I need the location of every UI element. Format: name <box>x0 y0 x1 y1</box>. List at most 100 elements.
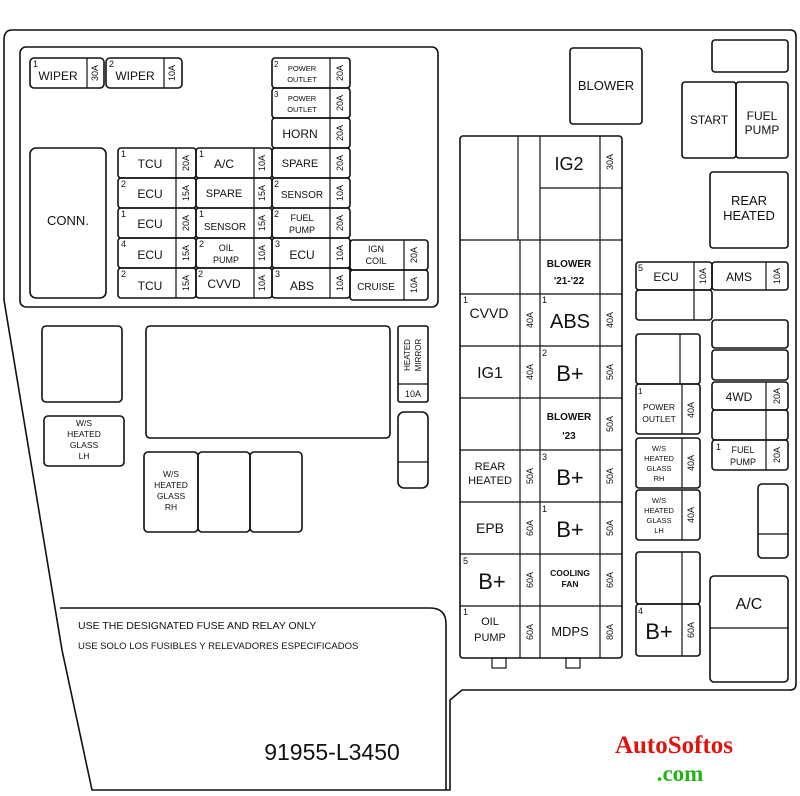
svg-text:20A: 20A <box>181 215 191 231</box>
svg-text:10A: 10A <box>335 275 345 291</box>
svg-text:2: 2 <box>121 179 126 189</box>
fuse-ac-1[interactable]: 1 A/C 10A <box>195 147 273 179</box>
fuse-ig1[interactable]: IG1 40A <box>477 364 535 382</box>
fuse-cvvd-2[interactable]: 2 CVVD 10A <box>195 267 273 299</box>
svg-text:TCU: TCU <box>138 157 163 171</box>
blank-fuse-r5 <box>711 409 789 441</box>
watermark-domain: .com <box>657 761 704 786</box>
svg-text:POWER: POWER <box>288 94 317 103</box>
fuse-abs-1[interactable]: 1 ABS 40A <box>542 295 615 333</box>
fuse-oil-pump-1[interactable]: 1 OIL PUMP 60A <box>463 607 535 644</box>
relay-ws-heated-glass-lh[interactable]: W/S HEATED GLASS LH <box>43 415 125 467</box>
fuse-fuel-pump-1[interactable]: 1 FUEL PUMP 20A <box>711 439 789 471</box>
fuse-b-plus-2[interactable]: 2 B+ 50A <box>542 348 615 386</box>
fuse-ecu-1[interactable]: 1 ECU 20A <box>117 207 197 239</box>
relay-start[interactable]: START <box>681 81 737 159</box>
fuse-b-plus-1[interactable]: 1 B+ 50A <box>542 504 615 542</box>
fuse-cooling-fan[interactable]: COOLING FAN 60A <box>550 568 615 589</box>
connector-conn[interactable]: CONN. <box>29 147 107 299</box>
fuse-oil-pump-2[interactable]: 2 OIL PUMP 10A <box>195 237 273 269</box>
svg-text:ECU: ECU <box>137 217 162 231</box>
fuse-ecu-2[interactable]: 2 ECU 15A <box>117 177 197 209</box>
svg-text:IGN: IGN <box>368 244 384 254</box>
svg-text:LH: LH <box>79 451 90 461</box>
fuse-power-outlet-3[interactable]: 3 POWER OUTLET 20A <box>271 87 351 119</box>
svg-text:1: 1 <box>542 295 547 305</box>
svg-text:HEATED: HEATED <box>403 339 412 371</box>
relay-rear-heated[interactable]: REAR HEATED <box>709 171 789 249</box>
svg-text:2: 2 <box>542 348 547 358</box>
fuse-rear-heated[interactable]: REAR HEATED 50A <box>468 461 535 487</box>
svg-text:1: 1 <box>638 387 643 396</box>
fuse-b-plus-4[interactable]: 4 B+ 60A <box>635 603 701 657</box>
svg-text:15A: 15A <box>181 275 191 291</box>
blank-fuse-r1 <box>635 289 713 321</box>
svg-text:TCU: TCU <box>138 279 163 293</box>
relay-fuel-pump[interactable]: FUEL PUMP <box>735 81 789 159</box>
svg-text:60A: 60A <box>525 624 535 640</box>
svg-text:SPARE: SPARE <box>282 158 318 170</box>
svg-text:PUMP: PUMP <box>745 123 780 137</box>
svg-text:30A: 30A <box>90 65 100 81</box>
fuse-blower-23[interactable]: BLOWER '23 50A <box>547 412 615 442</box>
fuse-ign-coil[interactable]: IGN COIL 20A <box>349 239 429 271</box>
fuse-tcu-1[interactable]: 1 TCU 20A <box>117 147 197 179</box>
fuse-4wd[interactable]: 4WD 20A <box>711 381 789 411</box>
svg-text:IG2: IG2 <box>554 154 583 174</box>
fuse-ecu-4[interactable]: 4 ECU 15A <box>117 237 197 269</box>
fuse-cruise[interactable]: CRUISE 10A <box>349 269 429 301</box>
fuse-wiper-2[interactable]: 2 WIPER 10A <box>105 57 183 89</box>
svg-text:A/C: A/C <box>736 596 763 613</box>
fuse-ig2[interactable]: IG2 30A <box>554 154 615 174</box>
fuse-power-outlet-1[interactable]: 1 POWER OUTLET 40A <box>635 383 701 435</box>
svg-text:B+: B+ <box>556 361 584 386</box>
fuse-fuel-pump-2[interactable]: 2 FUEL PUMP 20A <box>271 207 351 239</box>
fuse-ecu-5[interactable]: 5 ECU 10A <box>635 261 713 291</box>
svg-text:2: 2 <box>274 179 279 189</box>
fuse-heated-mirror[interactable]: HEATED MIRROR 10A <box>397 325 429 403</box>
fuse-spare-2[interactable]: SPARE 15A <box>195 177 273 209</box>
svg-text:MDPS: MDPS <box>551 624 589 639</box>
fuse-abs-3[interactable]: 3 ABS 10A <box>271 267 351 299</box>
fuse-horn[interactable]: HORN 20A <box>271 117 351 149</box>
svg-text:ABS: ABS <box>290 279 314 293</box>
svg-text:3: 3 <box>275 269 280 279</box>
fuse-sensor-1[interactable]: 1 SENSOR 15A <box>195 207 273 239</box>
svg-text:OUTLET: OUTLET <box>287 105 317 114</box>
svg-text:ABS: ABS <box>550 311 590 333</box>
fuse-ws-heated-glass-lh[interactable]: W/S HEATED GLASS LH 40A <box>635 489 701 541</box>
svg-text:5: 5 <box>463 556 468 566</box>
fuse-tcu-2[interactable]: 2 TCU 15A <box>117 267 197 299</box>
relay-ws-heated-glass-rh[interactable]: W/S HEATED GLASS RH <box>143 451 199 533</box>
svg-text:60A: 60A <box>605 572 615 588</box>
fuse-ecu-3[interactable]: 3 ECU 10A <box>271 237 351 269</box>
fuse-power-outlet-2[interactable]: 2 POWER OUTLET 20A <box>271 57 351 89</box>
fuse-mdps[interactable]: MDPS 80A <box>551 624 615 640</box>
fuse-ams[interactable]: AMS 10A <box>711 261 789 291</box>
fuse-epb[interactable]: EPB 60A <box>476 520 535 536</box>
large-blank-socket <box>145 325 391 439</box>
fuse-spare-1[interactable]: SPARE 20A <box>271 147 351 179</box>
svg-text:1: 1 <box>199 149 204 159</box>
relay-ac[interactable]: A/C <box>709 575 789 683</box>
svg-text:10A: 10A <box>335 245 345 261</box>
svg-text:2: 2 <box>274 60 279 69</box>
relay-blower[interactable]: BLOWER <box>569 47 643 125</box>
fuse-sensor-2[interactable]: 2 SENSOR 10A <box>271 177 351 209</box>
center-fuse-block <box>459 135 623 659</box>
svg-text:WIPER: WIPER <box>115 69 155 83</box>
svg-text:CVVD: CVVD <box>207 277 241 291</box>
svg-text:60A: 60A <box>525 520 535 536</box>
svg-text:BLOWER: BLOWER <box>547 259 592 270</box>
svg-text:SENSOR: SENSOR <box>204 222 246 233</box>
fuse-b-plus-5[interactable]: 5 B+ 60A <box>463 556 535 594</box>
svg-text:2: 2 <box>121 269 126 279</box>
blank-fuse-r2 <box>711 319 789 349</box>
fuse-cvvd-1[interactable]: 1 CVVD 40A <box>463 295 535 328</box>
svg-text:20A: 20A <box>772 447 782 463</box>
fuse-blower-21-22[interactable]: BLOWER '21-'22 <box>547 259 592 287</box>
fuse-b-plus-3[interactable]: 3 B+ 50A <box>542 452 615 490</box>
fuse-wiper-1[interactable]: 1 WIPER 30A <box>29 57 105 89</box>
svg-text:ECU: ECU <box>653 270 678 284</box>
fuse-ws-heated-glass-rh[interactable]: W/S HEATED GLASS RH 40A <box>635 437 701 489</box>
